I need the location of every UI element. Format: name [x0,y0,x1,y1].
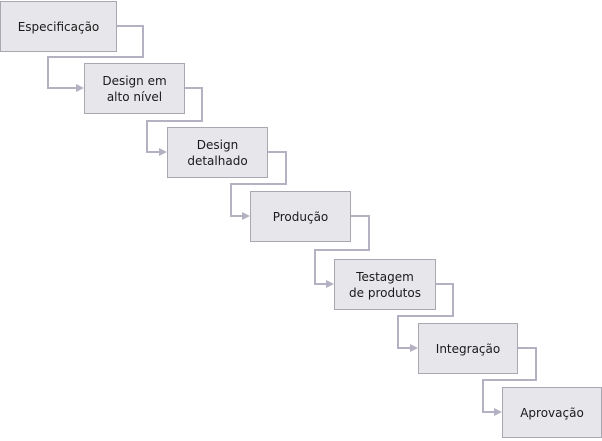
connector-line-6 [482,347,537,413]
step-producao: Produção [250,191,351,242]
step-label: Especificação [17,19,100,34]
connector-line-2 [146,87,203,153]
arrowhead-6 [494,408,502,416]
connector-line-5 [397,283,454,349]
step-especificacao: Especificação [0,1,117,52]
connector-line-1 [47,25,144,89]
step-integracao: Integração [418,323,518,374]
step-label: Produção [272,209,329,224]
step-design-detalhado: Design detalhado [167,127,268,178]
arrowhead-2 [159,148,167,156]
connector-line-3 [230,151,287,217]
arrowhead-1 [76,84,84,92]
step-label: Design detalhado [187,137,248,168]
step-label: Design em alto nível [102,73,167,104]
arrowhead-3 [242,212,250,220]
step-aprovacao: Aprovação [502,387,602,438]
step-label: Aprovação [520,405,584,420]
step-testagem-produtos: Testagem de produtos [334,259,436,310]
arrowhead-4 [326,280,334,288]
step-design-alto-nivel: Design em alto nível [84,63,185,114]
connector-line-4 [314,215,370,285]
step-label: Testagem de produtos [349,269,421,300]
step-label: Integração [435,341,501,356]
arrowhead-5 [410,344,418,352]
